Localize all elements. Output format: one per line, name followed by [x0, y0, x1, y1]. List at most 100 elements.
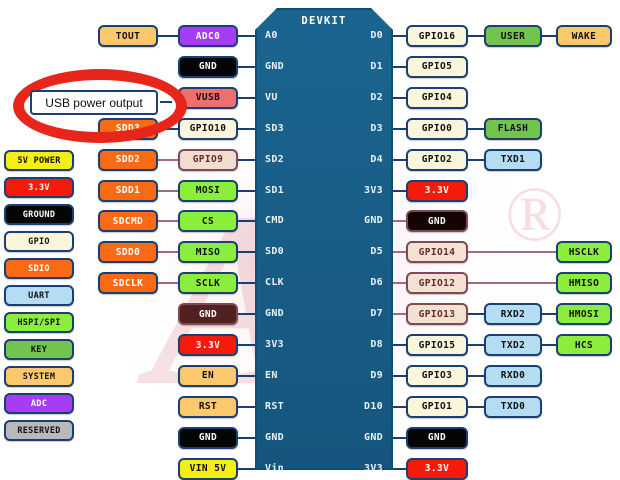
connector-line: [158, 220, 178, 223]
connector-line: [393, 313, 406, 316]
legend-item-5v-power: 5V POWER: [4, 150, 74, 171]
usb-power-callout: USB power output: [30, 90, 158, 115]
board-pin-right-d8: D8: [370, 339, 383, 350]
pin-box-vin-5v: VIN 5V: [178, 457, 238, 480]
board-pin-right-d5: D5: [370, 246, 383, 258]
connector-line: [468, 282, 556, 285]
board-pin-left-gnd: GND: [265, 431, 284, 443]
watermark-registered-icon: ®: [505, 170, 565, 257]
pin-box-sdd1: SDD1: [98, 179, 158, 202]
board-pin-right-3v3: 3V3: [364, 462, 383, 474]
legend-item-sdio: SDIO: [4, 258, 74, 279]
pin-box-3-3v: 3.3V: [406, 179, 468, 202]
pin-box-sdclk: SDCLK: [98, 272, 158, 295]
pin-box-gpio9: GPIO9: [178, 148, 238, 171]
pin-box-tout: TOUT: [98, 25, 158, 47]
pin-box-en: EN: [178, 364, 238, 387]
connector-line: [468, 251, 556, 254]
pin-box-gpio14: GPIO14: [406, 241, 468, 264]
connector-line: [393, 220, 406, 223]
pin-box-gpio1: GPIO1: [406, 395, 468, 418]
connector-line: [468, 374, 484, 377]
board-surface: [257, 10, 391, 468]
connector-line: [393, 96, 406, 99]
connector-line: [238, 96, 255, 99]
pin-box-gpio4: GPIO4: [406, 86, 468, 109]
connector-line: [542, 344, 556, 346]
pin-box-rst: RST: [178, 395, 238, 418]
pin-box-vusb: VUSB: [178, 86, 238, 109]
connector-line: [238, 344, 255, 346]
board-pin-left-gnd: GND: [265, 308, 284, 320]
board-pin-right-d10: D10: [364, 400, 383, 412]
connector-line: [468, 313, 484, 316]
board-pin-left-vu: VU: [265, 91, 278, 103]
legend-item-3-3v: 3.3V: [4, 177, 74, 198]
connector-line: [238, 313, 255, 316]
board-pin-right-d3: D3: [370, 122, 383, 134]
pin-box-3-3v: 3.3V: [178, 334, 238, 356]
pin-box-gpio10: GPIO10: [178, 117, 238, 140]
legend-item-reserved: RESERVED: [4, 420, 74, 441]
board-pin-right-gnd: GND: [364, 431, 383, 443]
pin-box-gnd: GND: [178, 55, 238, 78]
pin-box-sdd3: SDD3: [98, 117, 158, 140]
pin-box-gnd: GND: [406, 210, 468, 233]
pin-box-gpio12: GPIO12: [406, 272, 468, 295]
board-pin-right-d1: D1: [370, 60, 383, 72]
board-title: DEVKIT: [301, 15, 347, 27]
board-pin-left-clk: CLK: [265, 277, 284, 289]
legend-item-uart: UART: [4, 285, 74, 306]
connector-line: [238, 282, 255, 285]
pin-box-gpio5: GPIO5: [406, 55, 468, 78]
connector-line: [238, 467, 255, 470]
pin-box-gnd: GND: [178, 303, 238, 326]
pin-box-sdd0: SDD0: [98, 241, 158, 264]
legend-item-gpio: GPIO: [4, 231, 74, 252]
board-pin-right-d2: D2: [370, 91, 383, 103]
legend-item-system: SYSTEM: [4, 366, 74, 387]
pin-box-flash: FLASH: [484, 117, 542, 140]
connector-line: [468, 35, 484, 37]
board-pin-right-d4: D4: [370, 153, 383, 165]
pin-box-cs: CS: [178, 210, 238, 233]
board-pin-left-3v3: 3V3: [265, 339, 284, 350]
connector-line: [238, 220, 255, 223]
board-pin-left-en: EN: [265, 369, 278, 381]
pin-box-hcs: HCS: [556, 334, 612, 356]
connector-line: [158, 127, 178, 130]
connector-line: [158, 35, 178, 37]
connector-line: [238, 251, 255, 254]
board-pin-right-d7: D7: [370, 308, 383, 320]
connector-line: [238, 374, 255, 377]
pin-box-gpio3: GPIO3: [406, 364, 468, 387]
pin-box-sdd2: SDD2: [98, 148, 158, 171]
pin-box-gpio2: GPIO2: [406, 148, 468, 171]
connector-line: [393, 35, 406, 37]
board-pin-right-d6: D6: [370, 277, 383, 289]
connector-line: [542, 35, 556, 37]
board-pin-left-sd2: SD2: [265, 153, 284, 165]
connector-line: [238, 405, 255, 408]
connector-line: [238, 35, 255, 37]
connector-line: [238, 65, 255, 68]
pin-box-hmiso: HMISO: [556, 272, 612, 295]
legend-item-adc: ADC: [4, 393, 74, 414]
legend-item-ground: GROUND: [4, 204, 74, 225]
board-pin-left-a0: A0: [265, 30, 278, 41]
connector-line: [393, 344, 406, 346]
connector-line: [393, 374, 406, 377]
pin-box-gnd: GND: [406, 426, 468, 449]
pin-box-wake: WAKE: [556, 25, 612, 47]
board-pin-right-gnd: GND: [364, 215, 383, 227]
board-pin-left-sd0: SD0: [265, 246, 284, 258]
pin-box-miso: MISO: [178, 241, 238, 264]
connector-line: [468, 405, 484, 408]
board-pin-left-cmd: CMD: [265, 215, 284, 227]
connector-line: [238, 127, 255, 130]
legend-item-hspi-spi: HSPI/SPI: [4, 312, 74, 333]
pin-box-adc0: ADC0: [178, 25, 238, 47]
connector-line: [468, 158, 484, 161]
